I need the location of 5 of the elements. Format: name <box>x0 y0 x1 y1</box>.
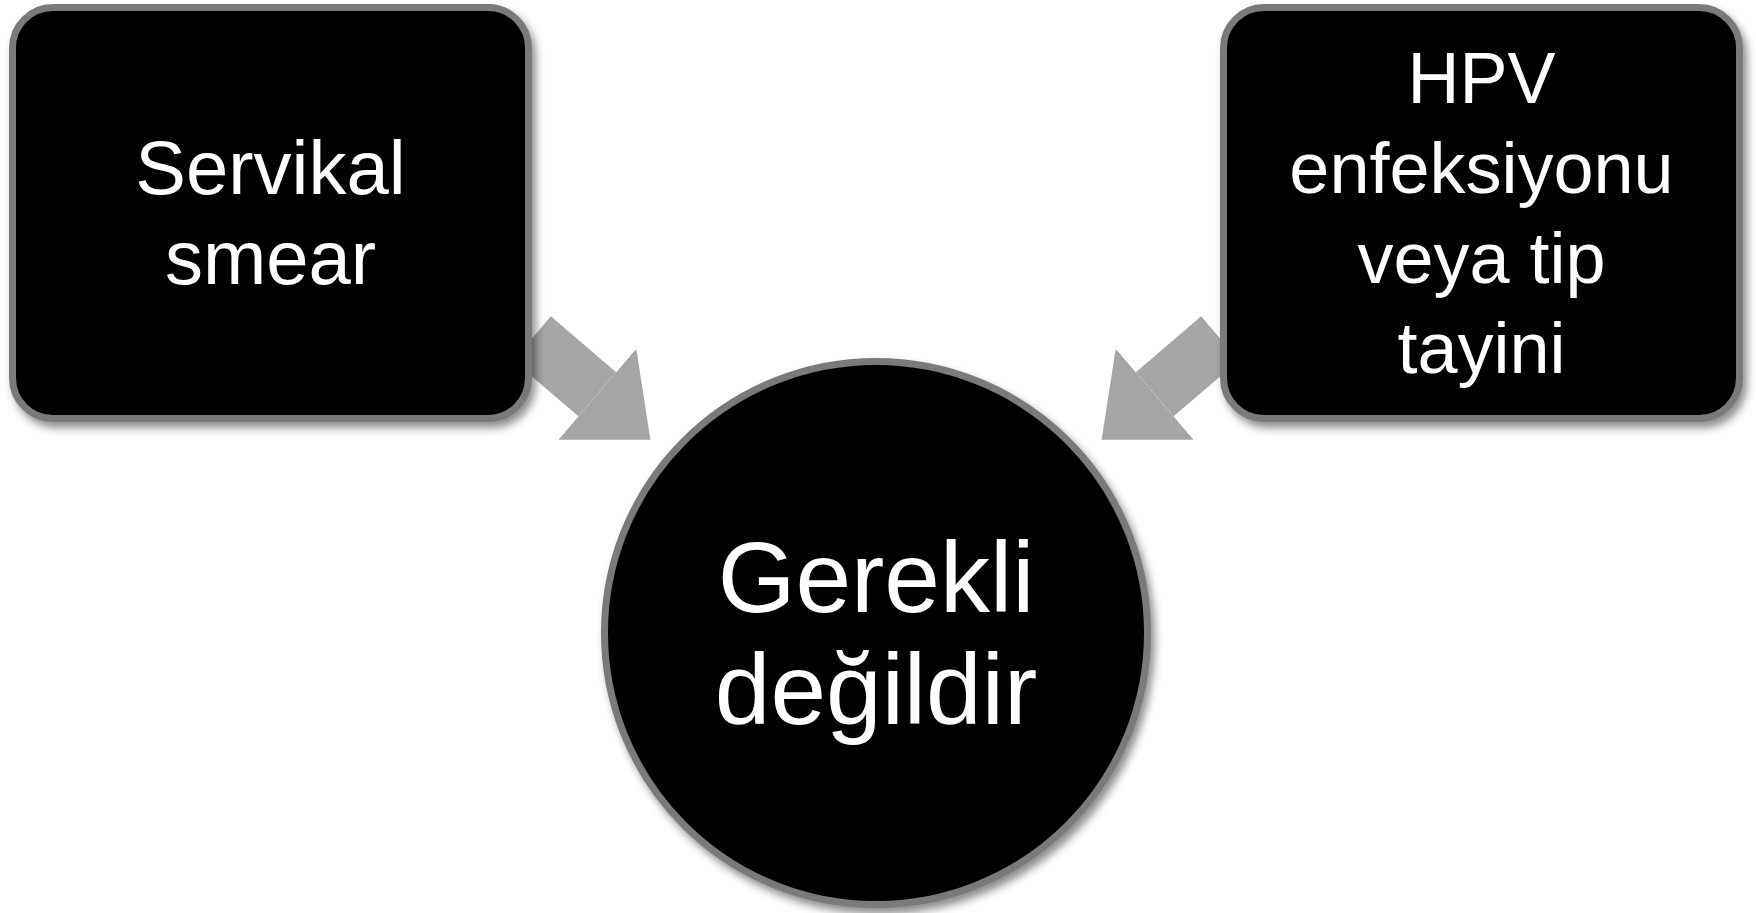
node-text: Gerekli değildir <box>713 521 1039 745</box>
node-text: Servikal smear <box>134 124 407 302</box>
rounded-box <box>9 4 532 422</box>
node-text: HPV enfeksiyonu veya tip tayini <box>1288 37 1675 390</box>
rounded-box <box>1220 4 1743 422</box>
